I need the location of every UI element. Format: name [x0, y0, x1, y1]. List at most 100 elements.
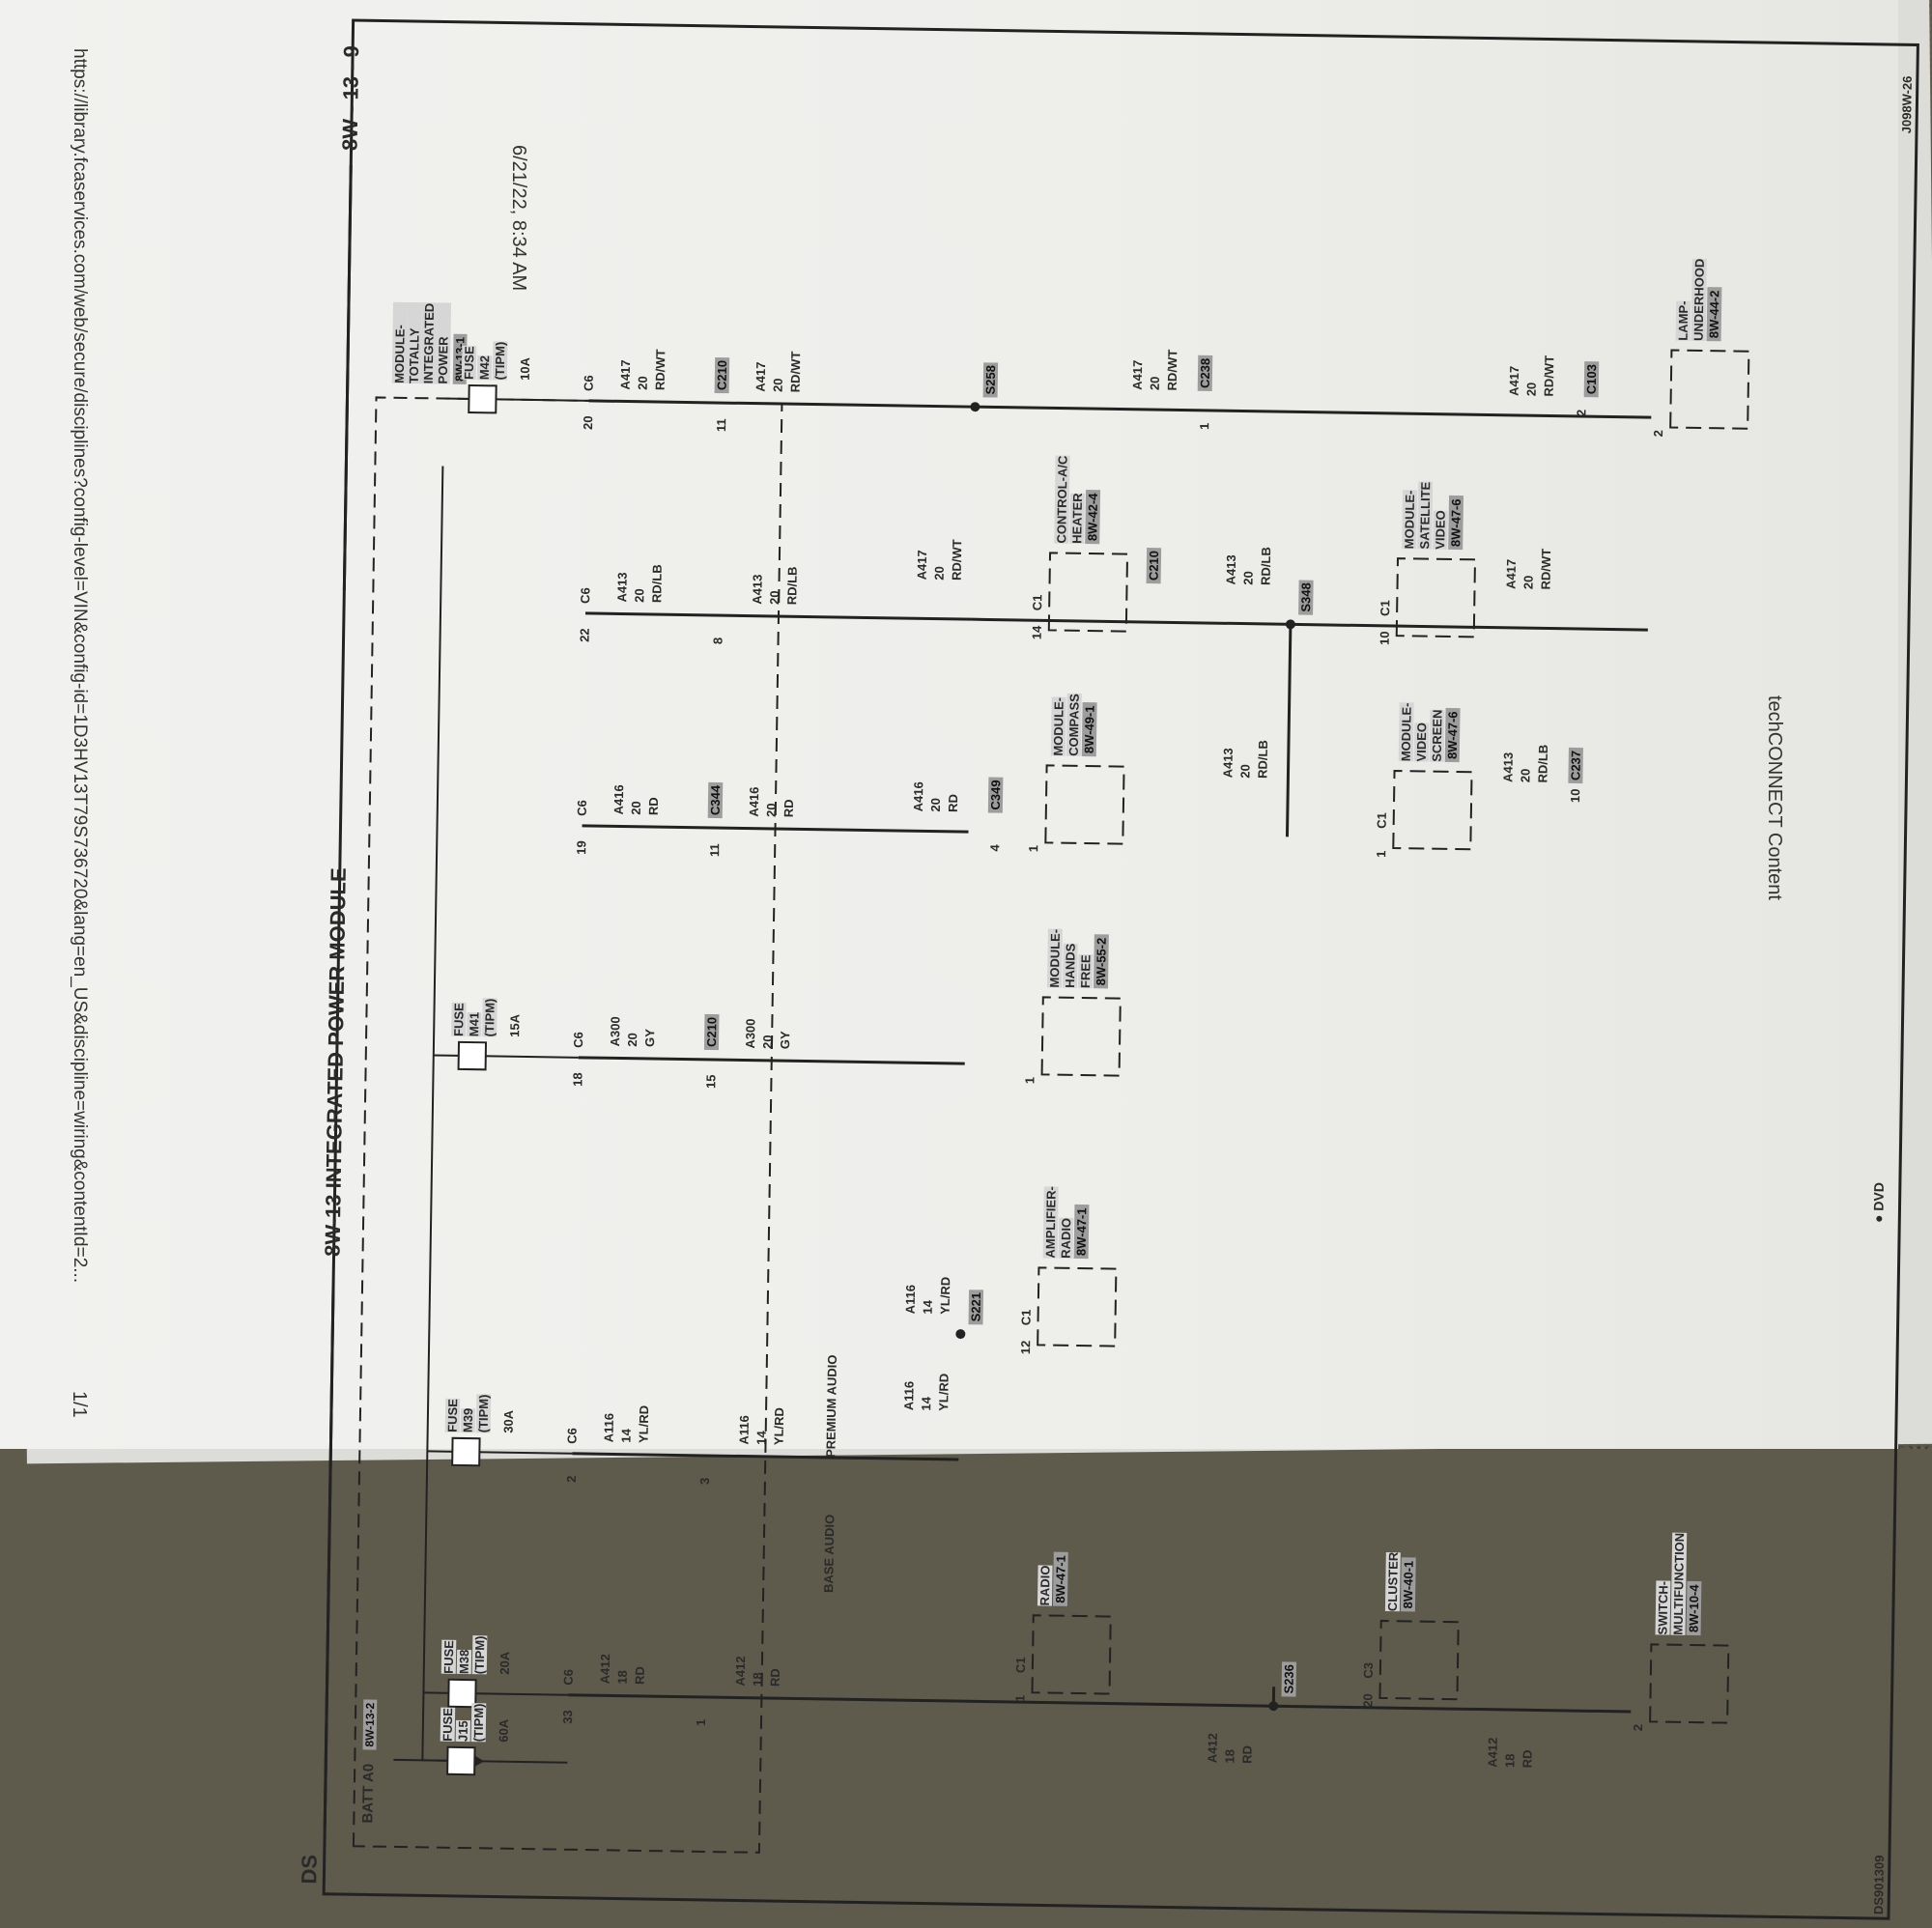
- inline-connector-name: C344: [708, 782, 724, 818]
- wire-circuit: A417: [1504, 559, 1519, 589]
- wire-circuit: A116: [737, 1415, 752, 1445]
- component-name: SATELLITE: [1417, 482, 1433, 550]
- fuse-drop-lines: [422, 385, 589, 1776]
- splice-point: [1268, 1701, 1278, 1711]
- fuse-feed-line: [443, 399, 588, 401]
- component-ref: 8W-49-1: [1082, 702, 1097, 756]
- connector-label: C210: [1147, 548, 1162, 583]
- wire-color: RD/WT: [1542, 355, 1557, 397]
- component-name: CONTROL-A/C: [1054, 456, 1069, 544]
- pin-label: 4: [987, 844, 1002, 851]
- component-name: SWITCH-: [1656, 1581, 1671, 1635]
- c6-connector-name: C6: [571, 1032, 585, 1048]
- fuse-label: FUSE: [445, 1399, 461, 1432]
- wire-color: GY: [778, 1031, 792, 1049]
- fuse-label: FUSE: [451, 1003, 467, 1036]
- component-pin: 14: [1030, 626, 1044, 640]
- fuse-label: (TIPM): [476, 1394, 492, 1432]
- component-ref: 8W-47-6: [1448, 496, 1463, 550]
- wire-circuit: A413: [614, 572, 629, 602]
- connector-label: C349: [988, 777, 1004, 812]
- wire-color: RD/LB: [1255, 740, 1270, 779]
- title-rule-right: [344, 165, 351, 590]
- doc-id-right: J098W-26: [1899, 75, 1915, 133]
- component-pin: 1: [1022, 1077, 1037, 1084]
- c6-connector-name: C6: [575, 800, 589, 816]
- wire-circuit: A413: [1500, 752, 1515, 782]
- wire-circuit: A300: [608, 1016, 622, 1046]
- fuse-label: (TIPM): [493, 342, 508, 381]
- component-box: [1033, 1615, 1111, 1693]
- fuse-symbol: [452, 1438, 479, 1465]
- wire-gauge: 20: [625, 1033, 639, 1047]
- wire-color: RD: [1520, 1749, 1534, 1768]
- wire-circuit: A416: [911, 781, 925, 811]
- fuse-label: (TIPM): [472, 1635, 488, 1674]
- fuse-label: FUSE: [440, 1708, 456, 1742]
- component-name: LAMP-: [1676, 300, 1691, 340]
- wire-gauge: 20: [767, 590, 781, 605]
- wire-color: RD/LB: [649, 564, 665, 603]
- audio-option: BASE AUDIO: [821, 1515, 837, 1593]
- wire-gauge: 18: [1222, 1749, 1236, 1764]
- wire-gauge: 20: [928, 798, 943, 812]
- component-box: [1670, 351, 1748, 429]
- wire-circuit: A417: [753, 362, 768, 392]
- wire-color: RD/WT: [950, 539, 965, 581]
- batt-ref: 8W-13-2: [363, 1700, 378, 1750]
- wire-color: YL/RD: [938, 1277, 953, 1315]
- wire-circuit: A300: [743, 1018, 757, 1048]
- splice-point: [970, 402, 980, 411]
- fuse-label: FUSE: [441, 1640, 457, 1674]
- component-pin: 1: [1012, 1695, 1027, 1702]
- component-name: MODULE-: [1047, 929, 1063, 988]
- wire-gauge: 18: [615, 1670, 630, 1685]
- wire-color: RD/LB: [1259, 547, 1274, 585]
- component-connector: C1: [1030, 594, 1044, 610]
- inline-pin: 8: [711, 638, 725, 644]
- wire-gauge: 14: [919, 1397, 933, 1411]
- component-ref: 8W-10-4: [1687, 1581, 1702, 1635]
- wire-gauge: 20: [1518, 769, 1532, 783]
- fuse-feed-line: [422, 1760, 567, 1762]
- c6-pin: 19: [574, 840, 588, 855]
- module-label-line: TOTALLY: [407, 302, 422, 383]
- component-ref: 8W-47-1: [1053, 1552, 1068, 1606]
- dvd-text: DVD: [1870, 1182, 1886, 1211]
- component-name: FREE: [1078, 954, 1094, 988]
- wire-color: RD/LB: [784, 566, 800, 605]
- wire-gauge: 14: [619, 1429, 634, 1443]
- wire-circuit: A416: [747, 786, 761, 816]
- component-boxes: [1032, 340, 1748, 1722]
- module-label-line: MODULE-: [392, 302, 408, 383]
- pin-label: 1: [1197, 423, 1211, 430]
- wire-circuit: A417: [618, 359, 633, 389]
- connector-label: C237: [1568, 748, 1583, 783]
- c6-connector-name: C6: [578, 587, 592, 604]
- component-connector: C1: [1018, 1309, 1033, 1325]
- component-name: AMPLIFIER-: [1043, 1186, 1059, 1259]
- fuse-feed-line: [434, 1055, 579, 1057]
- component-ref: 8W-40-1: [1401, 1558, 1416, 1612]
- wire-circuit: A116: [901, 1381, 916, 1411]
- fuse-label: FUSE: [462, 346, 477, 380]
- c6-pin: 18: [570, 1072, 584, 1087]
- component-box: [1379, 1621, 1458, 1699]
- splice-label: S258: [983, 362, 999, 398]
- c6-connector-name: C6: [565, 1428, 580, 1444]
- fuse-rating: 30A: [501, 1410, 516, 1433]
- doc-id-left: DS901309: [1871, 1856, 1887, 1915]
- wire-gauge: 20: [771, 378, 785, 392]
- title-rule-left: [325, 1286, 333, 1827]
- module-label-line: INTEGRATED: [421, 303, 437, 384]
- fuse-label: M38: [457, 1650, 471, 1675]
- component-connector: C1: [1013, 1657, 1028, 1673]
- component-name: RADIO: [1037, 1565, 1053, 1605]
- wire-gauge: 14: [754, 1431, 769, 1445]
- fuse-rating: 60A: [497, 1719, 511, 1743]
- component-connector: C1: [1375, 812, 1389, 829]
- component-name: VIDEO: [1414, 723, 1430, 762]
- fuse-label: M39: [461, 1408, 475, 1433]
- wire-color: YL/RD: [637, 1405, 652, 1443]
- component-pin: 20: [1360, 1693, 1375, 1708]
